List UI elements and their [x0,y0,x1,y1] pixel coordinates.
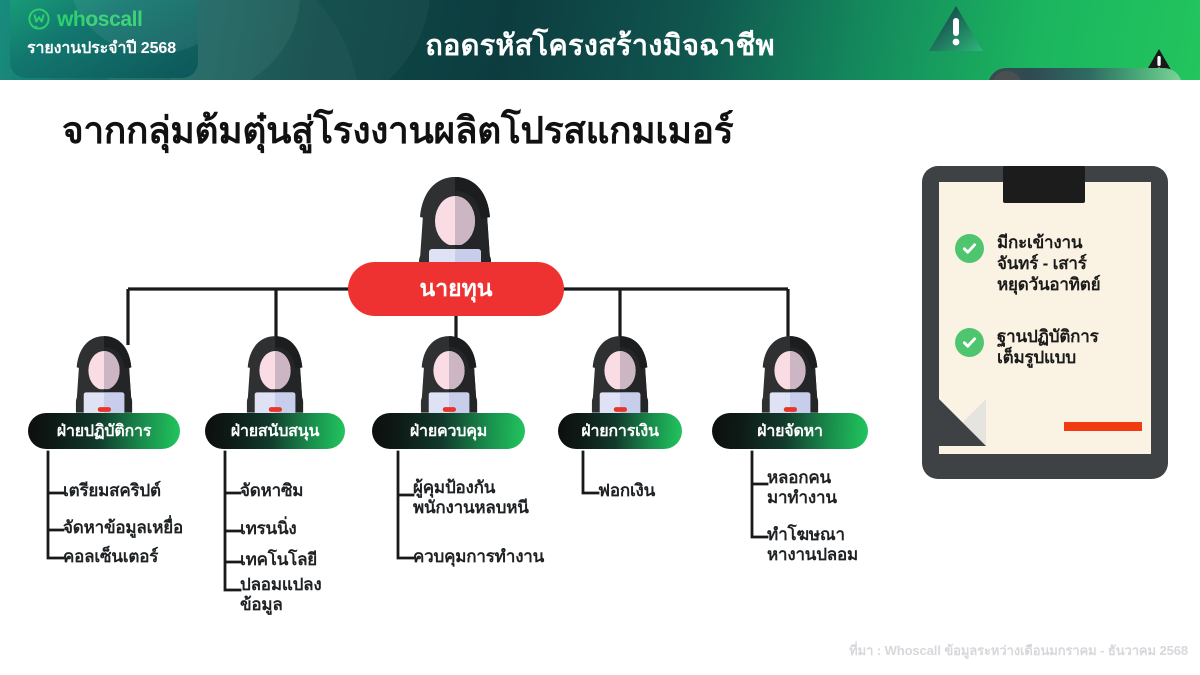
clipboard-panel: มีกะเข้างาน จันทร์ - เสาร์ หยุดวันอาทิตย… [922,166,1168,479]
department-pill[interactable]: ฝ่ายสนับสนุน [205,413,345,449]
department-pill[interactable]: ฝ่ายจัดหา [712,413,868,449]
source-footnote: ที่มา : Whoscall ข้อมูลระหว่างเดือนมกราค… [849,643,1188,658]
clipboard-note-item: มีกะเข้างาน จันทร์ - เสาร์ หยุดวันอาทิตย… [955,232,1149,295]
org-node-boss[interactable]: นายทุน [348,262,564,316]
department-sub-item: คอลเซ็นเตอร์ [63,547,159,566]
department-sub-item: ฟอกเงิน [598,481,656,500]
department-label: ฝ่ายจัดหา [757,422,823,440]
hacker-figure-icon [751,333,829,420]
hacker-figure-icon [410,333,488,420]
department-sub-item: ควบคุมการทำงาน [413,547,545,566]
phone-number-text: +697 XXX XXXX [1026,77,1149,80]
hacker-figure-icon [236,333,314,420]
page-title: จากกลุ่มต้มตุ๋นสู่โรงงานผลิตโปรสแกมเมอร์ [62,110,734,151]
clipboard-note-text: ฐานปฏิบัติการ เต็มรูปแบบ [997,327,1099,368]
department-sub-item: ผู้คุมป้องกัน พนักงานหลบหนี [413,478,529,517]
department-sub-item: จัดหาซิม [240,481,304,500]
department-sub-item: จัดหาข้อมูลเหยื่อ [63,518,183,537]
clipboard-note-item: ฐานปฏิบัติการ เต็มรูปแบบ [955,326,1149,368]
department-pill[interactable]: ฝ่ายการเงิน [558,413,682,449]
check-circle-icon [955,234,984,263]
department-sub-item: ปลอมแปลง ข้อมูล [240,575,322,614]
department-label: ฝ่ายปฏิบัติการ [56,422,152,440]
department-sub-item: ทำโฆษณา หางานปลอม [767,525,859,564]
whoscall-logo-card: whoscall รายงานประจำปี 2568 [10,0,198,78]
header-title: ถอดรหัสโครงสร้างมิจฉาชีพ [425,30,775,62]
page-header: whoscall รายงานประจำปี 2568 ถอดรหัสโครงส… [0,0,1200,80]
department-label: ฝ่ายการเงิน [581,422,659,440]
department-sub-item: เตรียมสคริปต์ [63,481,161,500]
clipboard-page-fold-shadow [939,399,986,446]
department-sub-item: เทคโนโลยี [240,550,318,569]
clipboard-note-text: มีกะเข้างาน จันทร์ - เสาร์ หยุดวันอาทิตย… [997,233,1101,295]
whoscall-bubble-icon [28,8,50,30]
department-sub-item: เทรนนิ่ง [240,519,297,538]
clipboard-accent-bar [1064,422,1142,431]
department-sub-item: หลอกคน มาทำงาน [767,468,837,507]
phone-icon [992,71,1022,80]
hacker-figure-icon [581,333,659,420]
check-circle-icon [955,328,984,357]
clipboard-clip [1003,166,1085,203]
department-pill[interactable]: ฝ่ายควบคุม [372,413,525,449]
org-node-boss-label: นายทุน [419,275,493,301]
warning-triangle-icon [928,4,984,59]
spam-call-badge: +697 XXX XXXX [988,68,1182,80]
department-label: ฝ่ายควบคุม [409,422,488,440]
department-pill[interactable]: ฝ่ายปฏิบัติการ [28,413,180,449]
hacker-figure-icon [65,333,143,420]
department-label: ฝ่ายสนับสนุน [230,422,320,440]
